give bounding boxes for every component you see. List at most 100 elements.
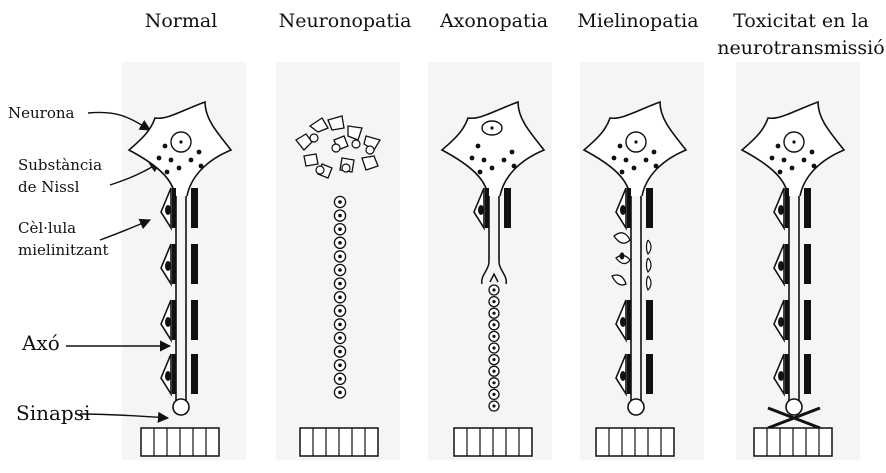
neuron-axonopatia-nissl-granule-5 — [510, 150, 515, 155]
neuron-axonopatia-axon-bead-core-9 — [492, 393, 495, 396]
neuron-normal-myelin-inner-0 — [172, 188, 176, 228]
neuron-mielinopatia-sheath-fragment-a — [647, 240, 652, 254]
neuron-normal-myelin-inner-3 — [172, 354, 176, 394]
neuron-neuronopatia-axon-bead-core-12 — [338, 363, 342, 367]
neuron-neuronopatia-degenerated-nucleus-0 — [310, 134, 318, 142]
neuron-axonopatia-axon-bead-core-10 — [492, 404, 495, 407]
neuron-neuronopatia-degenerated-nucleus-1 — [332, 144, 340, 152]
label-cellula-line1: Cèl·lula — [18, 219, 76, 237]
neuron-mielinopatia-nissl-granule-7 — [620, 170, 625, 175]
neuron-toxicitat-nissl-granule-2 — [782, 158, 787, 163]
neuron-toxicitat-myelinating-cell-nucleus-2 — [778, 317, 784, 327]
label-nissl-line1: Substància — [18, 156, 102, 174]
neuron-neuronopatia-axon-bead-core-7 — [338, 295, 342, 299]
title-axonopatia: Axonopatia — [439, 10, 548, 32]
neuron-axonopatia-axon-bead-core-6 — [492, 358, 495, 361]
neuron-normal-nissl-granule-2 — [169, 158, 174, 163]
neuron-mielinopatia-nissl-granule-0 — [618, 144, 623, 149]
neuron-mielinopatia-myelin-sheath-0 — [646, 188, 653, 228]
label-nissl-line2: de Nissl — [18, 178, 80, 196]
neuron-axonopatia-nissl-granule-6 — [512, 164, 517, 169]
neuron-normal-myelin-sheath-3 — [191, 354, 198, 394]
neuron-neuronopatia-axon-bead-core-14 — [338, 391, 342, 395]
neuron-neuronopatia-axon-bead-core-11 — [338, 350, 342, 354]
neuron-mielinopatia-debris-nucleus — [620, 252, 625, 259]
neuron-normal-myelin-sheath-0 — [191, 188, 198, 228]
title-normal: Normal — [145, 10, 218, 32]
neuron-axonopatia-nissl-granule-1 — [470, 156, 475, 161]
neuron-mielinopatia-myelinating-cell-nucleus-2 — [620, 317, 626, 327]
neuron-toxicitat-nissl-granule-0 — [776, 144, 781, 149]
neuron-neuronopatia-axon-bead-core-1 — [338, 214, 342, 218]
neuron-mielinopatia-nissl-granule-4 — [644, 158, 649, 163]
neuron-mielinopatia-sheath-fragment-c — [647, 276, 652, 290]
neuron-axonopatia-nissl-granule-0 — [476, 144, 481, 149]
label-axo: Axó — [21, 331, 60, 355]
neuron-normal-nissl-granule-1 — [157, 156, 162, 161]
neuron-mielinopatia-myelin-sheath-2 — [646, 300, 653, 340]
neuron-normal-terminal-bouton — [173, 399, 189, 415]
neuron-axonopatia-nissl-granule-2 — [482, 158, 487, 163]
neuron-toxicitat-myelin-inner-2 — [785, 300, 789, 340]
neuron-toxicitat-myelinating-cell-nucleus-0 — [778, 205, 784, 215]
neuron-mielinopatia-myelin-inner-0 — [627, 188, 631, 228]
neuron-mielinopatia-nissl-granule-3 — [632, 166, 637, 171]
neuron-toxicitat-myelin-sheath-0 — [804, 188, 811, 228]
neuron-normal-myelin-inner-1 — [172, 244, 176, 284]
neuron-toxicitat-nissl-granule-5 — [810, 150, 815, 155]
neuron-toxicitat-myelin-sheath-3 — [804, 354, 811, 394]
neuron-toxicitat-myelinating-cell-nucleus-1 — [778, 261, 784, 271]
neuron-toxicitat-myelinating-cell-nucleus-3 — [778, 371, 784, 381]
neuron-normal-nissl-granule-0 — [163, 144, 168, 149]
neuron-mielinopatia-myelinating-cell-nucleus-0 — [620, 205, 626, 215]
neuron-mielinopatia-nucleolus — [634, 140, 637, 143]
neuron-axonopatia-nissl-granule-4 — [502, 158, 507, 163]
neuron-neuronopatia-axon-bead-core-2 — [338, 227, 342, 231]
neuron-mielinopatia-nissl-granule-5 — [652, 150, 657, 155]
neuron-axonopatia-axon-bead-core-5 — [492, 346, 495, 349]
neuron-toxicitat-nissl-granule-1 — [770, 156, 775, 161]
neuron-axonopatia-axon-bead-core-2 — [492, 312, 495, 315]
neuron-normal-nissl-granule-4 — [189, 158, 194, 163]
side-labels: Neurona Substància de Nissl Cèl·lula mie… — [8, 104, 109, 425]
neuron-normal-myelinating-cell-nucleus-3 — [165, 371, 171, 381]
neuron-mielinopatia-myelin-inner-2 — [627, 300, 631, 340]
neuron-axonopatia-nissl-granule-7 — [478, 170, 483, 175]
neuron-axonopatia-axon-bead-core-0 — [492, 288, 495, 291]
neuron-axonopatia-nissl-granule-3 — [490, 166, 495, 171]
title-neuronopatia: Neuronopatia — [279, 10, 412, 32]
neuron-neuronopatia-axon-bead-core-0 — [338, 200, 342, 204]
title-toxicitat-line1: Toxicitat en la — [733, 10, 869, 32]
neuron-toxicitat-nucleolus — [792, 140, 795, 143]
neuron-normal-myelinating-cell-nucleus-0 — [165, 205, 171, 215]
neuron-axonopatia-axon-bead-core-8 — [492, 381, 495, 384]
neuron-normal-myelinating-cell-nucleus-1 — [165, 261, 171, 271]
neuron-mielinopatia-terminal-bouton — [628, 399, 644, 415]
neuron-neuronopatia-soma-fragment-5 — [304, 154, 318, 166]
neuron-normal-myelin-sheath-1 — [191, 244, 198, 284]
neuron-normal-nissl-granule-7 — [165, 170, 170, 175]
neuron-normal-myelinating-cell-nucleus-2 — [165, 317, 171, 327]
column-titles: Normal Neuronopatia Axonopatia Mielinopa… — [145, 10, 885, 59]
neuron-toxicitat-nissl-granule-4 — [802, 158, 807, 163]
neuron-toxicitat-myelin-inner-0 — [785, 188, 789, 228]
neuron-neuronopatia-degenerated-nucleus-4 — [366, 146, 374, 154]
neuron-normal-nissl-granule-5 — [197, 150, 202, 155]
neuron-toxicitat-myelin-inner-1 — [785, 244, 789, 284]
neuron-neuronopatia-axon-bead-core-8 — [338, 309, 342, 313]
neuron-normal-nissl-granule-3 — [177, 166, 182, 171]
neuron-neuronopatia-axon-bead-core-6 — [338, 282, 342, 286]
neuron-normal-myelin-sheath-2 — [191, 300, 198, 340]
title-mielinopatia: Mielinopatia — [577, 10, 698, 32]
neuron-normal-nissl-granule-6 — [199, 164, 204, 169]
neuron-axonopatia-nucleolus — [490, 126, 493, 129]
neuron-toxicitat-myelin-sheath-1 — [804, 244, 811, 284]
neuron-neuronopatia-axon-bead-core-3 — [338, 241, 342, 245]
neuron-axonopatia-axon-bead-core-1 — [492, 300, 495, 303]
neuron-axonopatia-myelin-sheath-0 — [504, 188, 511, 228]
neuron-mielinopatia-nissl-granule-2 — [624, 158, 629, 163]
neuron-axonopatia-axon-bead-core-3 — [492, 323, 495, 326]
neuron-mielinopatia-myelin-sheath-3 — [646, 354, 653, 394]
